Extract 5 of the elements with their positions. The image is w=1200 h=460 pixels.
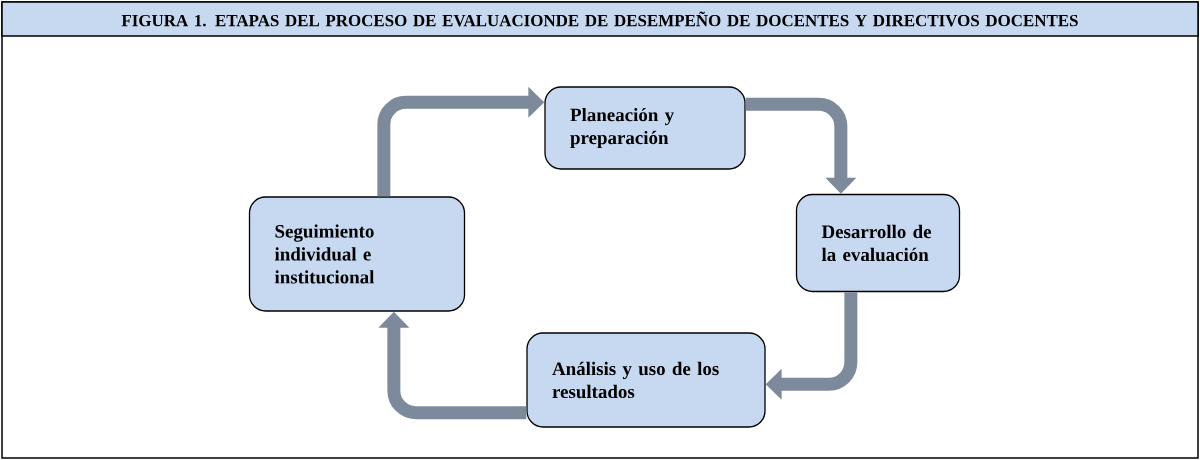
process-box: Seguimiento individual e institucional xyxy=(248,196,466,312)
title-band: FIGURA 1. ETAPAS DEL PROCESO DE EVALUACIONDE DE DESEMPEÑO DE DOCENTES Y DIRECTIVOS DOCENTES xyxy=(1,1,1199,37)
process-box: Desarrollo de la evaluación xyxy=(795,193,961,293)
process-box: Planeación y preparación xyxy=(544,86,746,170)
process-box: Análisis y uso de los resultados xyxy=(526,332,766,428)
